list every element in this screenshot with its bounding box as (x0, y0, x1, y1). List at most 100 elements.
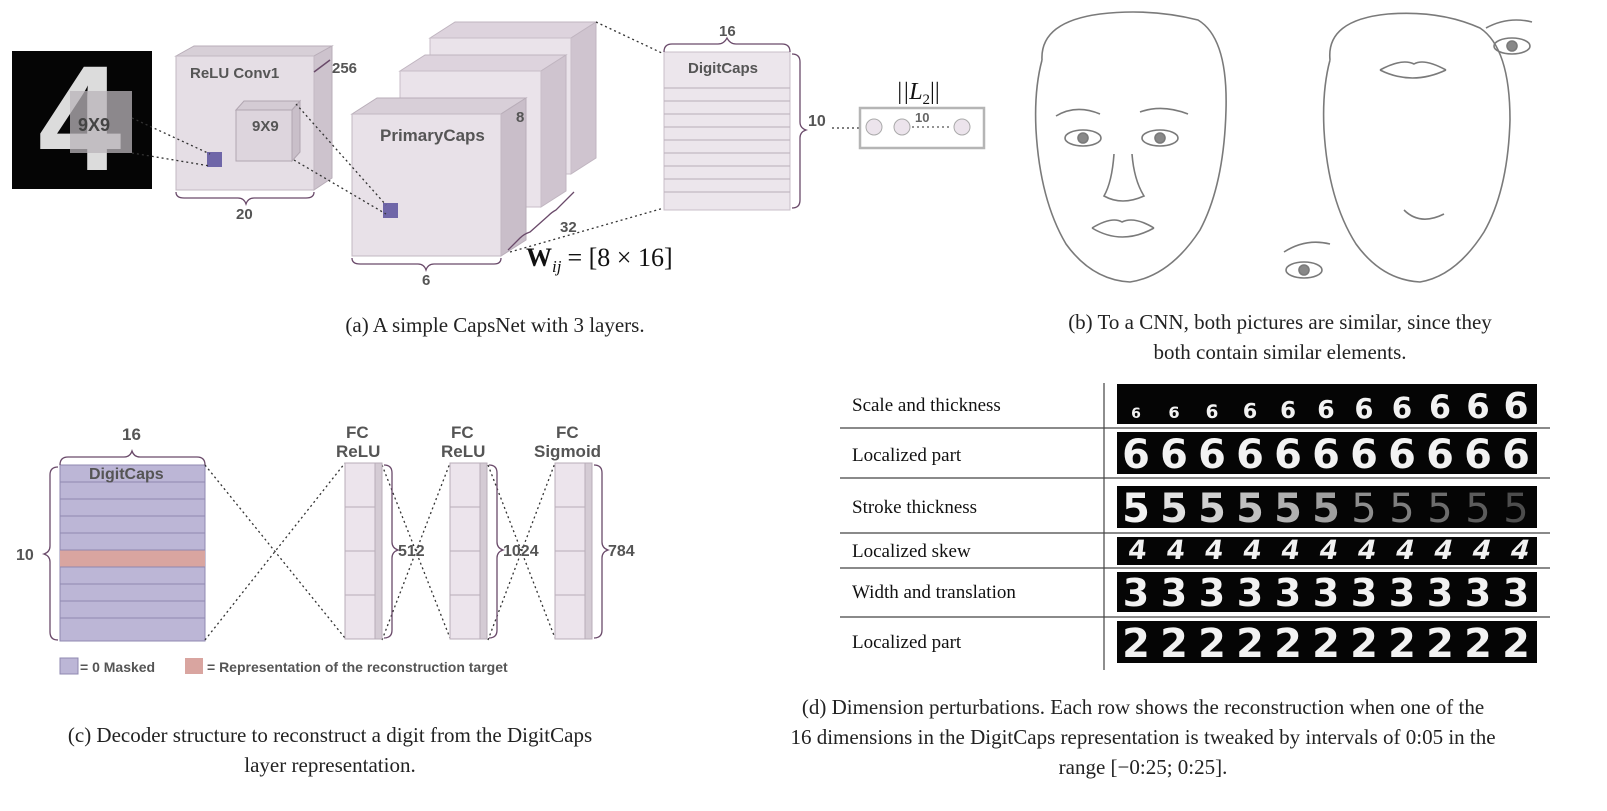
digit-glyph: 4 (1203, 535, 1226, 566)
conv1-width-label: 20 (236, 206, 253, 223)
legend-masked-swatch (59, 657, 79, 675)
digit-glyph: 5 (1160, 486, 1188, 532)
left-face-mouth-lower (1091, 227, 1155, 238)
norm-output-node-10 (953, 118, 971, 136)
row-label-localized-skew: Localized skew (852, 541, 971, 562)
digitcaps-top-label: 16 (719, 23, 736, 40)
digit-glyph: 3 (1199, 571, 1225, 615)
digit-glyph: 5 (1274, 486, 1302, 532)
caption-panel-b-line2: both contain similar elements. (1153, 340, 1407, 364)
digit-strip-row-3 (1117, 486, 1537, 528)
legend-target-label: = Representation of the reconstruction t… (207, 659, 508, 675)
conv1-kernel-side (291, 99, 301, 163)
fc1-activation: ReLU (336, 442, 380, 461)
left-face-eye-left (1064, 129, 1102, 147)
primarycaps-dim-label: 8 (516, 109, 524, 126)
row-label-stroke-thickness: Stroke thickness (852, 497, 977, 518)
digit-glyph: 6 (1236, 432, 1264, 478)
decoder-digitcaps-label: DigitCaps (89, 466, 164, 483)
left-face-eye-right (1141, 129, 1179, 147)
legend-masked-label: = 0 Masked (80, 659, 155, 675)
panel-c-decoder: DigitCaps 16 10 FC ReLU 512 FC ReLU 1024 (16, 423, 635, 675)
primary-to-digitcaps-line-2 (509, 207, 665, 253)
primarycaps-width-bracket (351, 257, 502, 273)
primarycaps-count-bracket (507, 191, 575, 251)
right-face-floating-pupil-top (1506, 40, 1518, 52)
digit-glyph: 3 (1465, 571, 1491, 615)
right-face-mouth-lower (1379, 69, 1447, 79)
conv1-block-top (174, 45, 334, 57)
digit-glyph: 2 (1122, 621, 1150, 667)
decoder-digitcaps-top-bracket (59, 448, 206, 466)
primarycaps-label: PrimaryCaps (380, 126, 485, 145)
digit-strip-row-6 (1117, 621, 1537, 663)
conv1-kernel-top (234, 100, 302, 111)
norm-label-sub: 2 (923, 92, 931, 108)
caption-panel-b: (b) To a CNN, both pictures are similar,… (1010, 307, 1550, 367)
norm-label: ||L2|| (896, 79, 940, 108)
primarycaps-width-label: 6 (422, 272, 430, 289)
digit-glyph: 6 (1355, 394, 1374, 425)
digitcaps-block (663, 51, 791, 211)
digit-glyph: 6 (1426, 432, 1454, 478)
caption-panel-d-line1: (d) Dimension perturbations. Each row sh… (801, 695, 1485, 719)
right-face-floating-eye-top (1493, 37, 1531, 55)
decoder-connection-lines (204, 462, 556, 641)
digit-glyph: 6 (1502, 432, 1530, 478)
row-label-localized-part-1: Localized part (852, 445, 962, 466)
row-label-localized-part-2: Localized part (852, 632, 962, 653)
digit-glyph: 5 (1198, 486, 1226, 532)
caption-panel-b-line1: (b) To a CNN, both pictures are similar,… (1068, 310, 1492, 334)
caption-panel-d-line3: range [−0:25; 0:25]. (1058, 755, 1228, 779)
right-face-floating-brow-bottom (1283, 241, 1331, 253)
digit-strip-row-4 (1117, 537, 1537, 565)
primarycaps-stack (350, 21, 598, 257)
decoder-digitcaps-side-bracket (41, 466, 59, 641)
conv1-kernel-front (235, 109, 293, 162)
weight-matrix-formula: Wij= [8 × 16] (526, 243, 673, 276)
digit-glyph: 3 (1313, 571, 1339, 615)
fc1-size-label: 512 (398, 543, 425, 560)
digit-glyph: 5 (1122, 486, 1150, 532)
input-receptive-field (70, 91, 132, 153)
fc2-layer-depth (479, 462, 488, 640)
digit-glyph: 2 (1160, 621, 1188, 667)
conv1-unit-square (207, 152, 222, 167)
right-face-floating-brow-top (1485, 19, 1533, 29)
digit-glyph: 6 (1317, 395, 1334, 424)
fc1-layer-depth (374, 462, 383, 640)
weight-equation: = [8 × 16] (567, 243, 672, 272)
digit-glyph: 3 (1123, 571, 1149, 615)
digit-glyph: 6 (1206, 402, 1219, 423)
right-face-nose (1403, 209, 1445, 220)
digit-glyph: 5 (1389, 486, 1414, 532)
caption-panel-a-text: (a) A simple CapsNet with 3 layers. (345, 313, 645, 337)
fc1-title: FC (346, 423, 369, 442)
row-label-scale-thickness: Scale and thickness (852, 395, 1001, 416)
weight-subscript: ij (552, 257, 562, 276)
digit-glyph: 5 (1236, 486, 1264, 532)
conv1-depth-label: 256 (332, 60, 357, 77)
row-label-width-translation: Width and translation (852, 582, 1016, 603)
norm-label-start: ||L (896, 79, 923, 105)
digit-glyph: 6 (1464, 432, 1492, 478)
digit-glyph: 6 (1312, 432, 1340, 478)
caption-panel-d: (d) Dimension perturbations. Each row sh… (718, 692, 1568, 782)
right-face-outline (1322, 12, 1511, 283)
left-face-pupil-left (1077, 132, 1089, 144)
digit-glyph: 6 (1280, 398, 1296, 424)
right-face-floating-eye-bottom (1285, 261, 1323, 279)
input-to-conv1-line-1 (131, 117, 211, 155)
digit-glyph: 6 (1160, 432, 1188, 478)
caption-panel-c: (c) Decoder structure to reconstruct a d… (10, 720, 650, 780)
digit-glyph: 6 (1388, 432, 1416, 478)
left-face-brow-right (1139, 107, 1189, 115)
fc3-size-bracket (593, 464, 611, 639)
input-to-conv1-line-2 (131, 152, 211, 167)
primarycaps-unit-square (383, 203, 398, 218)
digit-strip-row-2 (1117, 432, 1537, 474)
left-face-pupil-right (1154, 132, 1166, 144)
digit-glyph: 4 (1241, 535, 1264, 566)
fc3-layer-depth (584, 462, 593, 640)
digit-glyph: 6 (1392, 391, 1412, 425)
